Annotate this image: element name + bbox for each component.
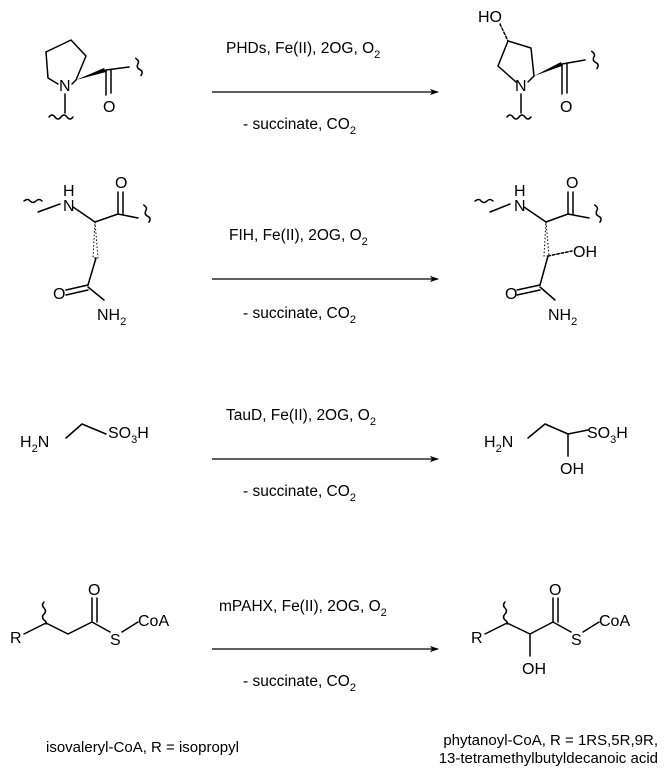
product-amide-n-label: N	[514, 198, 526, 215]
acyl-coa-substrate-structure: R O S CoA	[10, 582, 169, 649]
product-thioester-s-label: S	[571, 632, 582, 649]
hydroxyacyl-coa-product-structure: R O S CoA OH	[471, 582, 630, 678]
hydroxyasparagine-product-structure: N H O OH O NH2	[474, 175, 602, 328]
footnote-isovaleryl: isovaleryl-CoA, R = isopropyl	[46, 739, 239, 756]
reaction-3: H2N SO3H TauD, Fe(II), 2OG, O2 - succina…	[20, 407, 628, 504]
product-ring-nitrogen-label: N	[515, 78, 527, 95]
proline-substrate-structure: N O	[45, 39, 143, 120]
hydroxytaurine-product-structure: H2N SO3H OH	[484, 423, 628, 478]
amino-label: H2N	[20, 434, 49, 455]
asparagine-substrate-structure: N H O O NH2	[23, 175, 151, 328]
ring-nitrogen-label: N	[59, 78, 71, 95]
side-chain-nh2-label: NH2	[97, 307, 126, 328]
product-carbonyl-o-label: O	[566, 175, 578, 192]
amide-h-label: H	[63, 183, 75, 200]
footnote-phytanoyl-line2: 13-tetramethylbutyldecanoic acid	[439, 750, 658, 767]
product-side-chain-nh2-label: NH2	[548, 307, 577, 328]
coa-label: CoA	[138, 613, 169, 630]
product-r-group-label: R	[471, 630, 483, 647]
conditions-2-top: FIH, Fe(II), 2OG, O2	[229, 227, 368, 248]
footnote-phytanoyl-line1: phytanoyl-CoA, R = 1RS,5R,9R,	[443, 732, 658, 749]
amide-n-label: N	[63, 198, 75, 215]
reaction-2: N H O O NH2 FIH, Fe(II), 2OG, O2 - succi…	[23, 175, 602, 328]
product-amide-h-label: H	[514, 183, 526, 200]
r-group-label: R	[10, 630, 22, 647]
product-sulfonate-label: SO3H	[587, 425, 628, 446]
side-chain-o-label: O	[53, 286, 65, 303]
product-carbonyl-oxygen-label: O	[560, 99, 572, 116]
conditions-1-top: PHDs, Fe(II), 2OG, O2	[226, 40, 380, 61]
conditions-4-top: mPAHX, Fe(II), 2OG, O2	[219, 598, 387, 619]
product-amino-label: H2N	[484, 434, 513, 455]
conditions-2-bottom: - succinate, CO2	[243, 305, 356, 326]
conditions-4-bottom: - succinate, CO2	[243, 673, 356, 694]
thioester-s-label: S	[110, 632, 121, 649]
sulfonate-label: SO3H	[108, 425, 149, 446]
product-hydroxyl-label-3: OH	[560, 461, 584, 478]
thioester-o-label: O	[88, 582, 100, 599]
carbonyl-o-label: O	[115, 175, 127, 192]
hydroxyl-label: HO	[478, 9, 502, 26]
product-hydroxyl-label: OH	[573, 244, 597, 261]
carbonyl-oxygen-label: O	[103, 99, 115, 116]
taurine-substrate-structure: H2N SO3H	[20, 423, 149, 455]
product-alpha-hydroxyl-label: OH	[522, 661, 546, 678]
product-thioester-o-label: O	[549, 582, 561, 599]
product-side-chain-o-label: O	[505, 286, 517, 303]
conditions-1-bottom: - succinate, CO2	[243, 116, 356, 137]
reaction-4: R O S CoA mPAHX, Fe(II), 2OG, O2 - succi…	[10, 582, 630, 694]
conditions-3-top: TauD, Fe(II), 2OG, O2	[226, 407, 376, 428]
reaction-1: N O PHDs, Fe(II), 2OG, O2 - succinate, C…	[45, 9, 599, 137]
hydroxyproline-product-structure: HO N O	[478, 9, 599, 120]
product-coa-label: CoA	[599, 613, 630, 630]
conditions-3-bottom: - succinate, CO2	[243, 483, 356, 504]
